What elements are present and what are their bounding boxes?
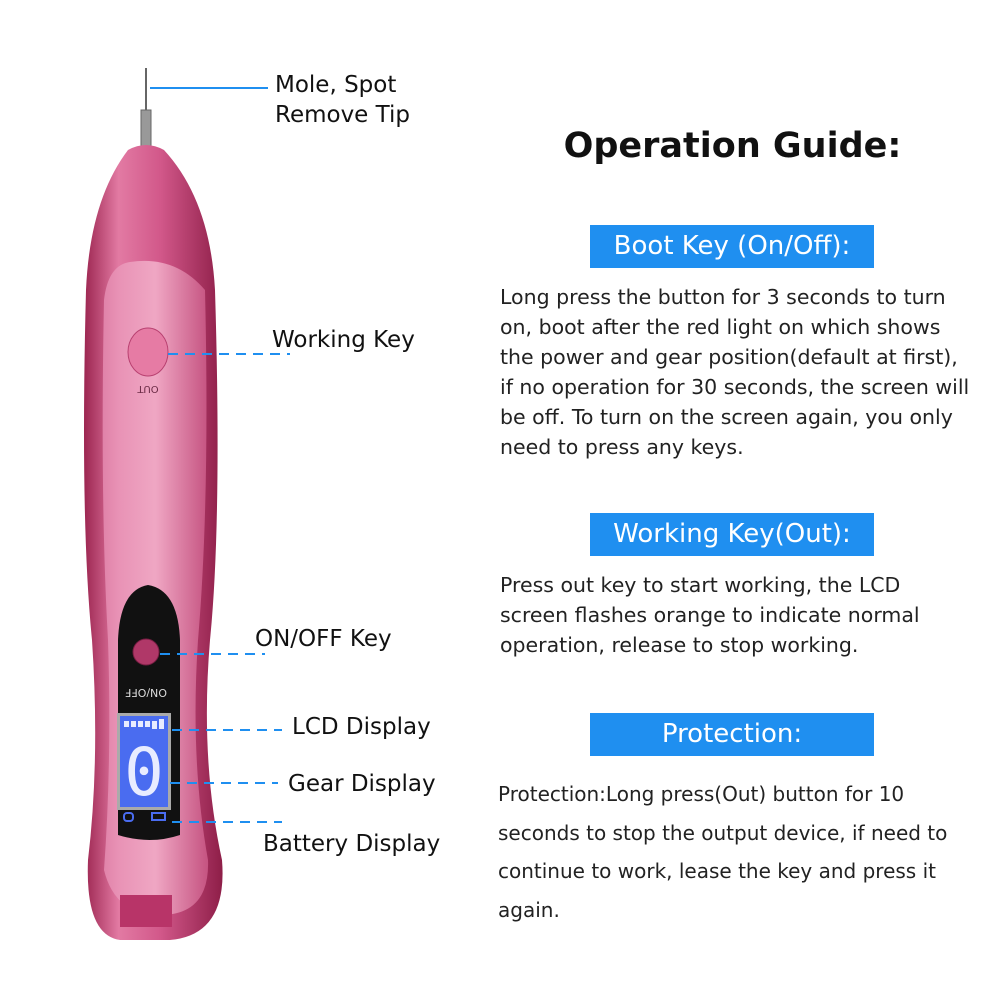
working-key-button [127, 327, 169, 377]
section-heading-boot-key: Boot Key (On/Off): [590, 225, 874, 268]
callout-tip-line2: Remove Tip [275, 102, 410, 128]
section-heading-protection: Protection: [590, 713, 874, 756]
lcd-level-bars [124, 719, 164, 729]
pen-illustration: OUT ON/OFF 0 [84, 68, 290, 940]
lcd-screen [120, 716, 168, 807]
mode-icon [123, 812, 134, 822]
section-text-working-key: Press out key to start working, the LCD … [500, 573, 920, 657]
callout-tip-line1: Mole, Spot [275, 72, 397, 98]
out-label: OUT [136, 383, 158, 394]
callout-gear-display: Gear Display [288, 771, 436, 797]
callout-onoff-key: ON/OFF Key [255, 626, 392, 652]
callout-lcd-display: LCD Display [292, 714, 431, 740]
callout-tip: Mole, Spot Remove Tip [275, 70, 410, 130]
onoff-label: ON/OFF [125, 686, 167, 699]
section-heading-working-key: Working Key(Out): [590, 513, 874, 556]
leader-lines [150, 87, 290, 823]
gear-digit: 0 [124, 734, 164, 811]
guide-title: Operation Guide: [563, 126, 902, 166]
charging-port [120, 895, 172, 927]
callout-battery-display: Battery Display [263, 831, 441, 857]
tip-holder [140, 109, 152, 147]
battery-icon [151, 812, 166, 821]
section-text-protection: Protection:Long press(Out) button for 10… [498, 782, 948, 922]
section-text-boot-key: Long press the button for 3 seconds to t… [500, 285, 970, 459]
onoff-key-button [132, 638, 160, 666]
callout-working-key: Working Key [272, 327, 415, 353]
